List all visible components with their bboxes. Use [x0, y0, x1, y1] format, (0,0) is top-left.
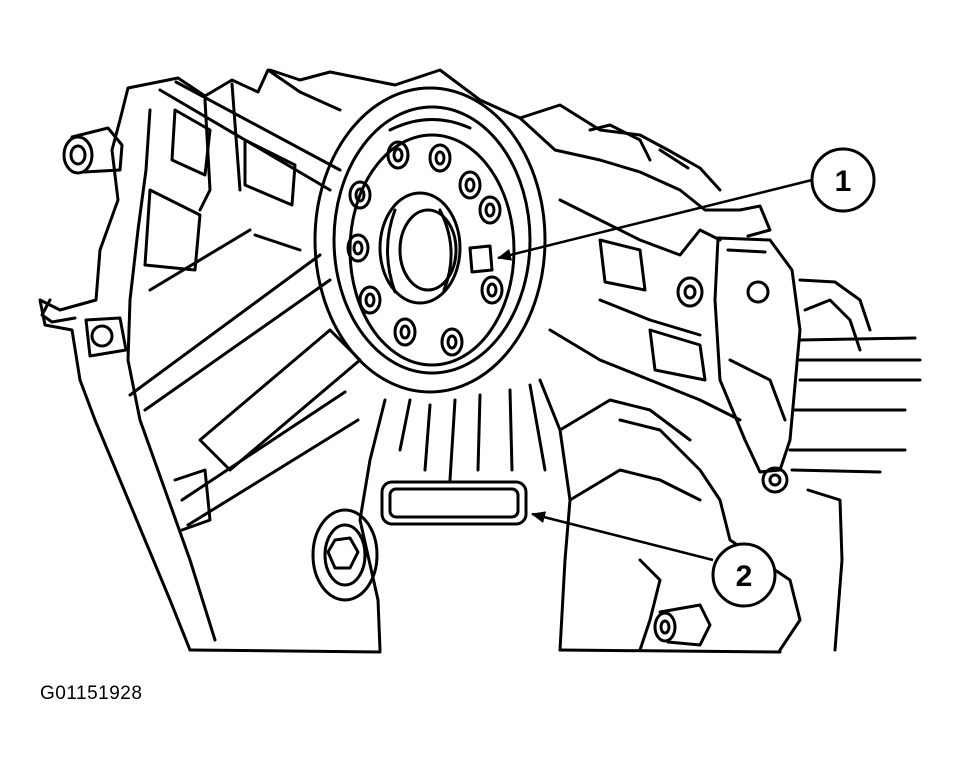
pan-port-outer [380, 480, 528, 526]
callout-1-number: 1 [835, 165, 852, 198]
upper-casting [268, 68, 722, 192]
rib-pocket-3 [143, 188, 202, 272]
left-flange [40, 298, 77, 324]
callout-2-leader [531, 511, 714, 562]
right-side-bolt-inner [683, 284, 697, 300]
rib-long-diagonal [128, 253, 332, 412]
crank-seal-inner [332, 105, 532, 375]
bottom-edge [188, 648, 782, 654]
rib-pocket-2 [243, 138, 297, 207]
callout-2: 2 [531, 511, 777, 608]
bottom-fitting-end [653, 611, 677, 643]
far-right-casting [803, 298, 862, 652]
lower-right-ribs [558, 398, 702, 502]
crank-key-slot [468, 244, 494, 274]
lower-right-casting [618, 418, 802, 652]
bottom-fitting-body [658, 603, 712, 647]
drain-plug-hex [326, 536, 360, 570]
right-side-casting [548, 198, 742, 422]
sensor-bracket-lower-hole [761, 466, 789, 494]
crank-hub-shadow [386, 208, 453, 294]
drain-plug-inner [323, 523, 367, 587]
callout-2-circle [711, 542, 777, 608]
rib-left-vertical [198, 82, 242, 212]
left-mount-hole [90, 324, 114, 348]
rib-pocket-1 [170, 108, 212, 177]
sensor-bracket [713, 236, 802, 474]
callout-1-circle [810, 147, 876, 213]
callout-1: 1 [497, 147, 876, 261]
right-side-bolt [676, 276, 704, 308]
left-block-inner-edge [126, 108, 217, 642]
left-fitting-end [62, 135, 94, 175]
callout-1-leader [497, 178, 813, 261]
callout-2-number: 2 [736, 560, 753, 593]
crank-hub-inner [398, 208, 458, 292]
flange-bolts [346, 140, 504, 357]
lower-center-casting [358, 398, 387, 652]
sensor-tab [738, 204, 772, 238]
pan-port-inner [388, 487, 520, 519]
bottom-fitting-bore [659, 619, 671, 635]
left-fitting-bore [69, 144, 87, 166]
crank-hub-outer [378, 191, 462, 305]
left-fitting-body [70, 126, 124, 174]
crank-seal-outer [313, 86, 547, 394]
lower-right-wall [538, 378, 572, 652]
lower-center-ribs [398, 383, 547, 482]
drain-plug-outer [311, 508, 379, 602]
sensor-bracket-inner [726, 248, 787, 422]
upper-casting-inner [518, 116, 742, 212]
upper-right-bracket [588, 123, 690, 170]
figure-id: G01151928 [40, 683, 143, 704]
rib-lower-diagonal [180, 390, 360, 527]
rib-lower-pocket [148, 228, 302, 292]
right-pocket-1 [598, 238, 647, 292]
left-mount-boss [84, 316, 128, 358]
right-pocket-2 [648, 328, 707, 382]
crank-flange-top-arc [388, 118, 472, 132]
rib-lower-left [173, 468, 212, 532]
sensor-bracket-hole [746, 280, 770, 304]
crank-flange [348, 133, 516, 367]
rib-center-cross [198, 328, 362, 472]
sensor-bracket-lower-hole-inner [768, 473, 782, 487]
